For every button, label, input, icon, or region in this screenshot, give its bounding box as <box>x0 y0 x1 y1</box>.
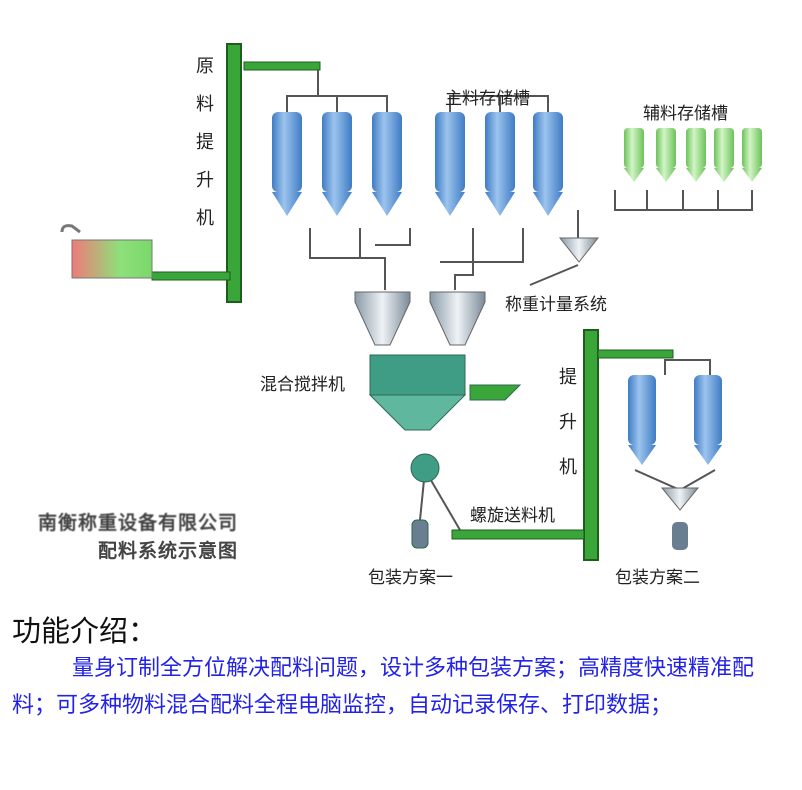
aux-silos <box>624 128 762 182</box>
pipes <box>286 70 753 531</box>
section-heading: 功能介绍： <box>12 614 158 648</box>
label-main-storage: 主料存储槽 <box>445 89 530 109</box>
label-raw-elevator: 原料提升机 <box>196 56 214 229</box>
label-elevator: 提升机 <box>559 367 577 478</box>
batching-system-diagram <box>60 43 762 561</box>
label-screw-conveyor: 螺旋送料机 <box>470 506 555 526</box>
elevator-2 <box>451 329 674 561</box>
label-pack1: 包装方案一 <box>368 568 453 588</box>
label-weighing: 称重计量系统 <box>505 295 607 315</box>
company-watermark: 南衡称重设备有限公司 <box>38 512 239 534</box>
mixer <box>368 354 522 549</box>
dryer-machine <box>60 224 153 279</box>
diagram-caption: 配料系统示意图 <box>98 540 239 562</box>
section-body: 量身订制全方位解决配料问题，设计多种包装方案；高精度快速精准配料；可多种物料混合… <box>12 656 755 718</box>
label-aux-storage: 辅料存储槽 <box>643 104 728 124</box>
label-pack2: 包装方案二 <box>615 568 700 588</box>
pack2-silos <box>628 375 722 550</box>
main-silos <box>272 112 563 216</box>
aux-weigh-hopper <box>558 237 600 263</box>
weighing-hoppers <box>354 291 486 346</box>
label-mixer: 混合搅拌机 <box>260 375 345 395</box>
